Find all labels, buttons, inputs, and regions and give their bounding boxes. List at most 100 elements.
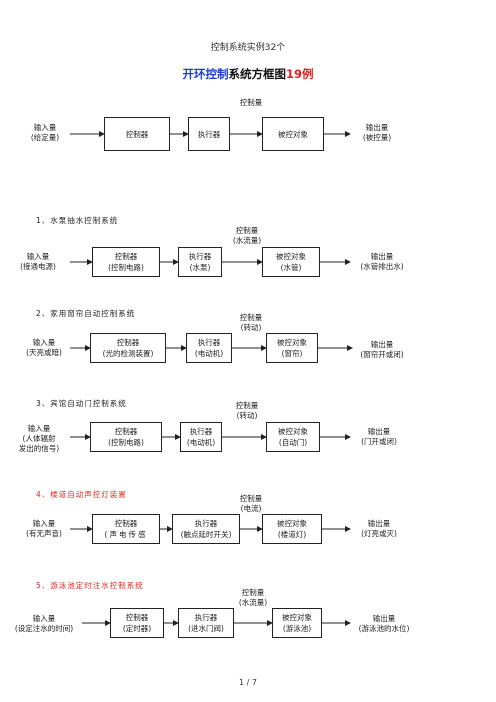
example-4-actuator-line2: (触点延时开关): [180, 530, 232, 539]
example-1-output-line1: 输出量: [370, 252, 394, 261]
example-2-controller-line1: 控制器: [116, 338, 140, 347]
example-1-output-line2: (水管排出水): [360, 262, 404, 271]
example-5-control-line1: 控制量: [241, 588, 265, 597]
example-5-input-line1: 输入量: [32, 614, 56, 623]
example-1-controller-line2: (控制电路): [108, 263, 144, 272]
example-5-plant-line2: (游泳池): [282, 624, 312, 633]
example-3-actuator-line2: (电动机): [186, 438, 216, 447]
example-1-actuator-line2: (水泵): [189, 263, 211, 272]
example-4-controller-box: 控制器 (声电传感: [92, 514, 160, 544]
page-header: 控制系统实例32个: [210, 43, 286, 53]
example-4-output-label: 输出量(灯亮或灭): [346, 519, 412, 539]
example-2-controller-line2: (光的检测装置): [102, 349, 154, 358]
example-3-controller-line1: 控制器: [114, 427, 138, 436]
example-5-actuator-line1: 执行器: [194, 613, 218, 622]
example-5-controller-line2: (定时器): [122, 624, 152, 633]
example-3-output-label: 输出量(门开或闭): [346, 427, 412, 447]
example-4-output-line2: (灯亮或灭): [361, 529, 397, 538]
general-actuator-box: 执行器: [188, 117, 230, 151]
example-4-controller-line1: 控制器: [114, 519, 138, 528]
general-output-line2: (被控量): [362, 133, 392, 142]
example-3-control-line2: (转动): [236, 411, 258, 420]
example-3-control-label: 控制量(转动): [222, 401, 272, 421]
example-3-input-line2: (人体辐射: [22, 434, 56, 443]
example-4-output-line1: 输出量: [367, 519, 391, 528]
example-3-input-line3: 发出的信号): [18, 444, 60, 453]
example-1-controller-line1: 控制器: [114, 252, 138, 261]
example-5-controller-box: 控制器 (定时器): [110, 608, 164, 638]
example-3-control-line1: 控制量: [235, 401, 259, 410]
general-control-label: 控制量: [239, 98, 263, 107]
example-2-actuator-line2: (电动机): [194, 349, 224, 358]
example-1-control-line2: (水流量): [232, 236, 262, 245]
example-5-plant-line1: 被控对象: [282, 613, 312, 622]
general-input-line2: (给定量): [30, 133, 60, 142]
general-output-line1: 输出量: [365, 123, 389, 132]
example-1-plant-box: 被控对象 (水管): [262, 247, 320, 277]
example-2-title: 2、家用窗帘自动控制系统: [36, 309, 136, 318]
example-4-input-line2: (有无声音): [26, 529, 62, 538]
example-5-input-line2: (设定注水的时间): [14, 624, 74, 633]
example-5-actuator-box: 执行器 (进水门阀): [178, 608, 234, 638]
example-2-output-line1: 输出量: [370, 340, 394, 349]
general-plant-box: 被控对象: [262, 117, 324, 151]
example-2-output-label: 输出量(窗帘开或闭): [348, 340, 416, 360]
title-part-2: 系统方框图: [228, 67, 286, 81]
example-2-output-line2: (窗帘开或闭): [360, 350, 404, 359]
general-controller-box: 控制器: [104, 117, 170, 151]
title-part-3: 19例: [285, 67, 314, 81]
example-4-actuator-line1: 执行器: [194, 519, 218, 528]
example-4-input-line1: 输入量: [32, 519, 56, 528]
example-5-title: 5、游泳池定时注水控制系统: [36, 581, 144, 590]
example-3-actuator-box: 执行器(电动机): [180, 422, 222, 452]
example-4-control-label: 控制量(电流): [226, 494, 276, 514]
example-3-plant-box: 被控对象 (自动门): [266, 422, 320, 452]
example-1-controller-box: 控制器 (控制电路): [92, 247, 160, 277]
example-5-plant-box: 被控对象 (游泳池): [272, 608, 322, 638]
example-2-plant-line2: (窗帘): [281, 349, 303, 358]
example-1-plant-line1: 被控对象: [276, 252, 306, 261]
example-4-control-line1: 控制量: [239, 494, 263, 503]
example-3-input-label: 输入量(人体辐射发出的信号): [6, 424, 72, 454]
page-number: 1 / 7: [239, 678, 257, 687]
example-1-actuator-line1: 执行器: [188, 252, 212, 261]
example-4-input-label: 输入量(有无声音): [14, 519, 74, 539]
example-3-title: 3、宾馆自动门控制系统: [36, 399, 127, 408]
example-3-controller-box: 控制器 (控制电路): [90, 422, 162, 452]
example-2-plant-line1: 被控对象: [277, 338, 307, 347]
example-4-controller-line2: (声电传感: [104, 530, 148, 539]
example-5-output-line1: 输出量: [372, 614, 396, 623]
example-3-output-line2: (门开或闭): [361, 437, 397, 446]
example-3-output-line1: 输出量: [367, 427, 391, 436]
example-2-input-label: 输入量(天亮或暗): [14, 338, 74, 358]
example-1-control-line1: 控制量: [235, 226, 259, 235]
example-5-actuator-line2: (进水门阀): [188, 624, 224, 633]
general-output-label: 输出量(被控量): [350, 123, 404, 143]
title-part-1: 开环控制: [182, 67, 229, 81]
example-5-control-line2: (水流量): [238, 598, 268, 607]
main-title: 开环控制系统方框图19例: [0, 66, 496, 82]
example-2-actuator-box: 执行器(电动机): [186, 333, 232, 363]
example-5-controller-line1: 控制器: [125, 613, 149, 622]
example-2-control-line1: 控制量: [239, 313, 263, 322]
example-5-input-label: 输入量(设定注水的时间): [4, 614, 84, 634]
example-5-output-line2: (游泳池的水位): [358, 624, 410, 633]
example-2-input-line1: 输入量: [32, 338, 56, 347]
example-3-input-line1: 输入量: [27, 424, 51, 433]
example-3-plant-line1: 被控对象: [278, 427, 308, 436]
example-1-input-line1: 输入量: [26, 252, 50, 261]
example-1-title: 1、水泵抽水控制系统: [36, 216, 119, 225]
example-3-controller-line2: (控制电路): [108, 438, 144, 447]
general-input-line1: 输入量: [33, 123, 57, 132]
example-2-controller-box: 控制器 (光的检测装置): [90, 333, 166, 363]
general-input-label: 输入量(给定量): [18, 123, 72, 143]
example-2-control-line2: (转动): [240, 323, 262, 332]
example-1-plant-line2: (水管): [280, 263, 302, 272]
example-1-control-label: 控制量(水流量): [222, 226, 272, 246]
example-1-actuator-box: 执行器 (水泵): [178, 247, 222, 277]
general-plant-text: 被控对象: [278, 129, 308, 139]
general-actuator-text: 执行器: [197, 129, 221, 139]
example-3-plant-line2: (自动门): [278, 438, 308, 447]
example-2-input-line2: (天亮或暗): [26, 348, 62, 357]
